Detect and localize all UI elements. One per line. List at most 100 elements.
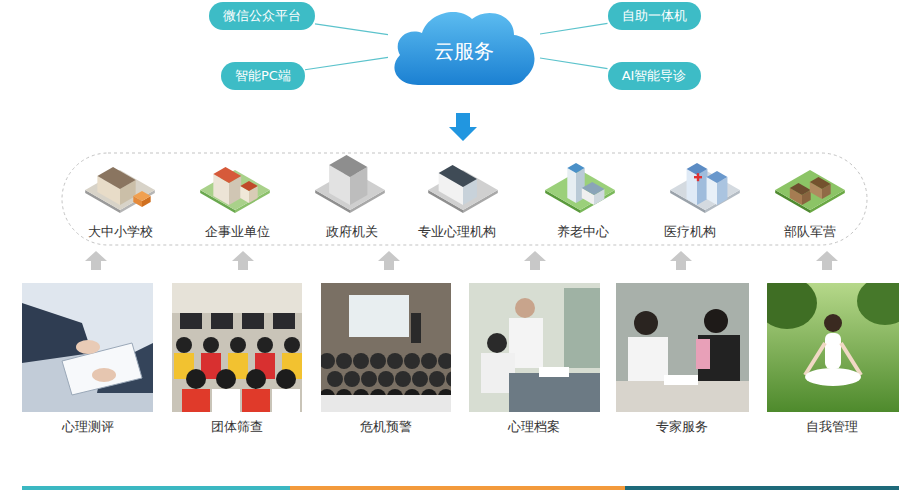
photo-ground: [22, 283, 153, 412]
platform-pill: 微信公众平台: [209, 2, 315, 30]
building: [707, 171, 728, 183]
head: [327, 371, 343, 387]
legs: [805, 368, 861, 386]
color-bar: [290, 486, 625, 490]
institution-label: 政府机关: [326, 224, 378, 240]
desk: [616, 381, 749, 412]
head: [429, 371, 445, 387]
photo: [616, 283, 749, 412]
head: [515, 298, 535, 318]
service-caption: 危机预警: [360, 419, 412, 435]
head: [321, 353, 335, 369]
service-caption: 自我管理: [806, 419, 858, 435]
connector-line: [540, 58, 608, 69]
hand: [76, 340, 100, 354]
monitor: [273, 313, 295, 329]
up-arrow: [816, 251, 838, 270]
head: [387, 353, 403, 369]
building: [567, 168, 576, 203]
building: [790, 183, 811, 195]
paper: [664, 375, 698, 385]
building: [697, 169, 707, 205]
photo-ground: [469, 283, 600, 412]
tree: [767, 283, 817, 329]
head: [284, 337, 300, 353]
service-caption: 心理测评: [62, 419, 114, 435]
platform-pill: 自助一体机: [608, 2, 701, 30]
building: [439, 165, 477, 187]
monitor: [180, 313, 202, 329]
up-arrow: [670, 251, 692, 270]
connector-line: [315, 24, 388, 35]
body: [242, 389, 270, 412]
building: [582, 182, 605, 195]
head: [412, 371, 428, 387]
head: [257, 337, 273, 353]
institution-icon: [200, 167, 270, 213]
tablet: [62, 343, 142, 395]
connector-line: [540, 23, 608, 34]
photo-ground: [616, 283, 749, 412]
service-caption: 心理档案: [508, 419, 560, 435]
node-text: AI智能导诊: [622, 67, 687, 85]
node-text: 智能PC端: [235, 67, 291, 85]
head: [176, 337, 192, 353]
head: [353, 353, 369, 369]
head: [704, 309, 728, 333]
body: [825, 333, 841, 369]
tree: [857, 283, 899, 325]
ground-plate: [775, 170, 845, 210]
head: [487, 333, 507, 353]
institution-label: 企事业单位: [205, 224, 270, 240]
head: [216, 369, 236, 389]
institution-label: 医疗机构: [664, 224, 716, 240]
screen: [349, 295, 409, 337]
node-text: 云服务: [434, 38, 494, 65]
paper: [539, 367, 569, 377]
body: [272, 389, 300, 412]
node-text: 自助一体机: [622, 7, 687, 25]
sleeve: [696, 339, 710, 369]
monitor: [211, 313, 233, 329]
service-caption: 团体筛查: [211, 419, 263, 435]
building: [567, 163, 584, 173]
node-text: 微信公众平台: [223, 7, 301, 25]
head: [186, 369, 206, 389]
institution-icon: [85, 167, 155, 213]
down-arrow: [449, 113, 477, 141]
institution-label: 养老中心: [557, 224, 609, 240]
speaker: [411, 313, 421, 343]
color-bar: [625, 486, 899, 490]
head: [421, 353, 437, 369]
service-caption: 专家服务: [656, 419, 708, 435]
photo: [22, 283, 153, 412]
building: [97, 167, 135, 189]
institution-icon: [428, 165, 498, 213]
body: [182, 389, 210, 412]
up-arrow: [232, 251, 254, 270]
photo: [469, 283, 600, 412]
head: [203, 337, 219, 353]
cabinet: [564, 288, 600, 368]
up-arrow: [378, 251, 400, 270]
cloud-node: 云服务: [388, 5, 540, 87]
building: [240, 181, 257, 191]
photo: [767, 283, 899, 412]
institution-label: 部队军营: [784, 224, 836, 240]
sleeve: [22, 303, 92, 363]
photo: [172, 283, 302, 412]
head: [276, 369, 296, 389]
ground-plate: [670, 170, 740, 210]
white-coat: [628, 337, 668, 387]
hand: [92, 368, 116, 382]
body: [212, 389, 240, 412]
head: [230, 337, 246, 353]
monitor: [242, 313, 264, 329]
institution-icon: [670, 163, 740, 213]
head: [446, 371, 451, 387]
red-cross: [697, 173, 699, 181]
building: [213, 167, 241, 183]
photo: [321, 283, 451, 412]
platform-pill: 智能PC端: [221, 62, 305, 90]
